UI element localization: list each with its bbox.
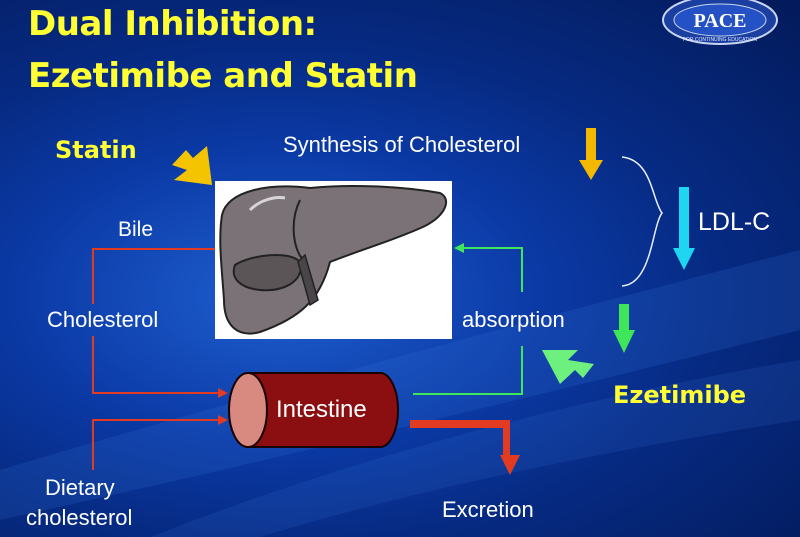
statin-arrow: [172, 146, 212, 185]
absorption-arrowhead: [454, 243, 464, 253]
excretion-label: Excretion: [442, 497, 534, 522]
intestine-cylinder: [228, 372, 399, 448]
synthesis-label: Synthesis of Cholesterol: [283, 132, 521, 157]
pace-logo: PACE FOR CONTINUING EDUCATION: [662, 0, 778, 45]
dietary-label-line-1: Dietary: [45, 475, 115, 500]
excretion-arrow: [410, 420, 520, 475]
liver-image: [219, 184, 448, 335]
ezetimibe-label: Ezetimibe: [613, 381, 747, 409]
dietary-label-line-2: cholesterol: [26, 505, 133, 530]
background-streak: [0, 250, 800, 520]
statin-label: Statin: [55, 136, 137, 164]
cholesterol-label: Cholesterol: [47, 307, 159, 332]
absorption-label: absorption: [462, 307, 565, 332]
dietary-flow: [92, 419, 218, 470]
ldl-label: LDL-C: [698, 208, 771, 236]
bile-flow-lower: [92, 336, 218, 394]
absorption-flow-lower: [413, 346, 523, 395]
bile-flow-upper: [92, 248, 215, 304]
absorption-flow-upper: [462, 247, 523, 292]
ldl-arrow: [673, 187, 695, 270]
title-line-1: Dual Inhibition:: [28, 4, 317, 44]
title-line-2: Ezetimibe and Statin: [28, 56, 418, 96]
pace-logo-ring-text: FOR CONTINUING EDUCATION: [683, 37, 757, 43]
intestine-label: Intestine: [276, 396, 367, 423]
dietary-arrowhead: [218, 415, 228, 425]
ezetimibe-arrow: [542, 350, 594, 384]
pace-logo-text: PACE: [694, 10, 747, 32]
ldl-brace: [621, 156, 663, 287]
ezetimibe-down-arrow: [613, 304, 635, 353]
background-streak: [150, 360, 800, 537]
bile-arrowhead: [218, 388, 228, 398]
bile-label: Bile: [118, 218, 154, 241]
synthesis-arrow: [579, 128, 603, 180]
